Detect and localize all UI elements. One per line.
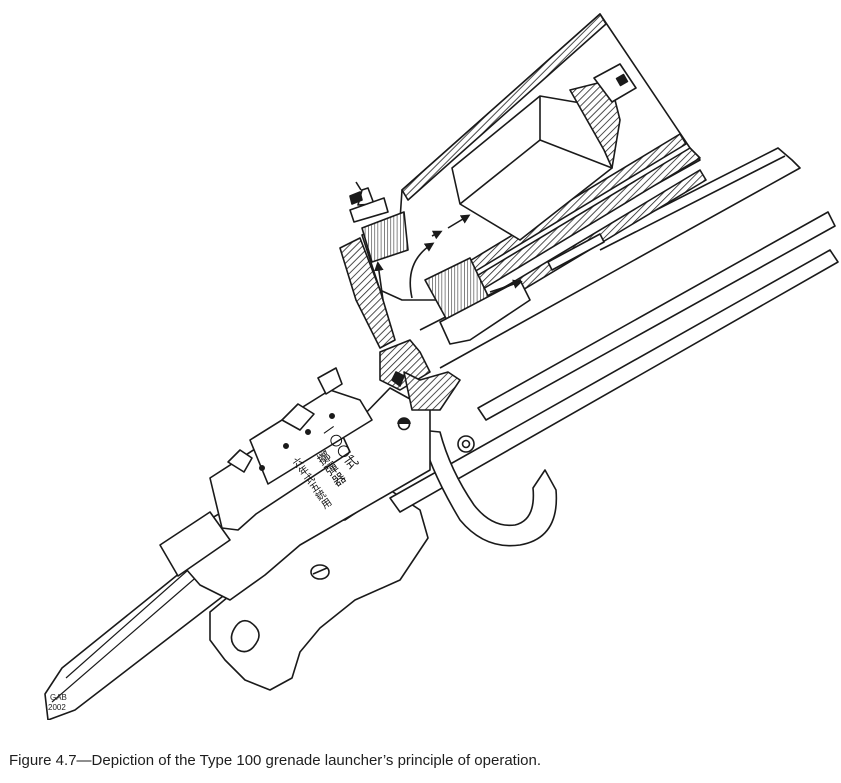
- signature-initials: GAB: [50, 693, 67, 702]
- figure-caption: Figure 4.7—Depiction of the Type 100 gre…: [9, 752, 542, 769]
- launcher-diagram: 一〇〇式 擲彈器 六年式五銃用 GAB 2002: [44, 13, 839, 720]
- artist-signature: GAB 2002: [48, 693, 67, 712]
- stock-screw-icon: [310, 564, 330, 580]
- receiver-body: [159, 367, 431, 601]
- gas-port-block: [379, 339, 461, 411]
- launcher-cup: [339, 13, 707, 349]
- hook-guard: [419, 429, 558, 547]
- cleaning-rod: [389, 211, 839, 513]
- front-sight: [349, 191, 363, 205]
- gas-flow-arrows: [374, 214, 523, 301]
- signature-year: 2002: [48, 703, 66, 712]
